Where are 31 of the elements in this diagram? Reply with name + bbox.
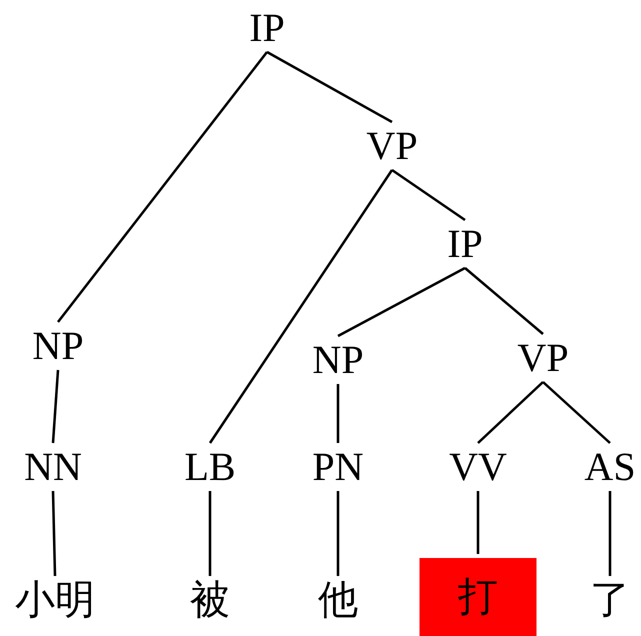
tree-branch	[336, 384, 340, 443]
tree-branch	[208, 169, 394, 444]
highlighted-word-box: 打	[420, 558, 536, 636]
category-label: PN	[312, 447, 364, 487]
category-label: VP	[517, 338, 569, 378]
tree-branch	[477, 381, 544, 444]
tree-branch	[464, 267, 544, 335]
word-label: 他	[318, 580, 358, 620]
tree-branch	[608, 491, 612, 576]
word-label: 被	[190, 580, 230, 620]
category-label: VP	[366, 126, 418, 166]
category-label: NN	[24, 447, 82, 487]
category-label: AS	[584, 447, 636, 487]
tree-branch	[336, 491, 340, 576]
word-label: 小明	[15, 580, 95, 620]
tree-branch	[266, 50, 393, 124]
tree-branch	[337, 266, 466, 338]
category-label: LB	[184, 447, 236, 487]
tree-branch	[52, 490, 56, 576]
tree-branch	[208, 491, 212, 576]
tree-branch	[476, 491, 480, 554]
tree-branch	[542, 381, 611, 444]
tree-branch	[57, 51, 268, 323]
category-label: IP	[447, 224, 483, 264]
tree-branch	[52, 370, 60, 444]
category-label: IP	[249, 8, 285, 48]
word-label: 了	[590, 580, 630, 620]
category-label: NP	[32, 326, 84, 366]
category-label: VV	[449, 447, 507, 487]
tree-branch	[391, 168, 466, 222]
category-label: NP	[312, 340, 364, 380]
